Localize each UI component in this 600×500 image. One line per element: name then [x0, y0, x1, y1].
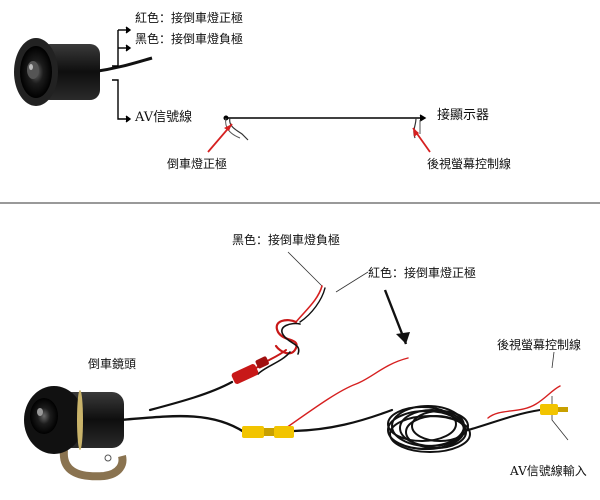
av-signal-label: AV信號線: [135, 110, 193, 125]
yellow-rca-connector: [242, 426, 294, 438]
rear-view-control-label: 後視螢幕控制線: [427, 157, 512, 171]
top-camera-image: [14, 38, 153, 106]
av-input-label: AV信號線輸入: [510, 464, 587, 478]
bottom-wiring: [118, 285, 561, 453]
top-red-arrows: [207, 123, 431, 153]
bottom-red-wire-label: 紅色：接倒車燈正極: [368, 266, 477, 280]
black-wire-label: 黑色：接倒車燈負極: [135, 32, 244, 46]
bottom-rear-view-control-label: 後視螢幕控制線: [497, 338, 582, 352]
top-small-wires: [225, 117, 421, 141]
camera-label: 倒車鏡頭: [88, 357, 137, 371]
top-wire-lines: [112, 26, 427, 123]
red-inline-connector: [231, 356, 269, 384]
bottom-black-wire-label: 黑色：接倒車燈負極: [232, 233, 341, 247]
red-wire-label: 紅色：接倒車燈正極: [135, 11, 244, 25]
display-label: 接顯示器: [437, 108, 490, 123]
bottom-camera-image: [24, 386, 127, 481]
reverse-positive-label: 倒車燈正極: [167, 157, 228, 171]
yellow-rca-input: [540, 404, 568, 415]
